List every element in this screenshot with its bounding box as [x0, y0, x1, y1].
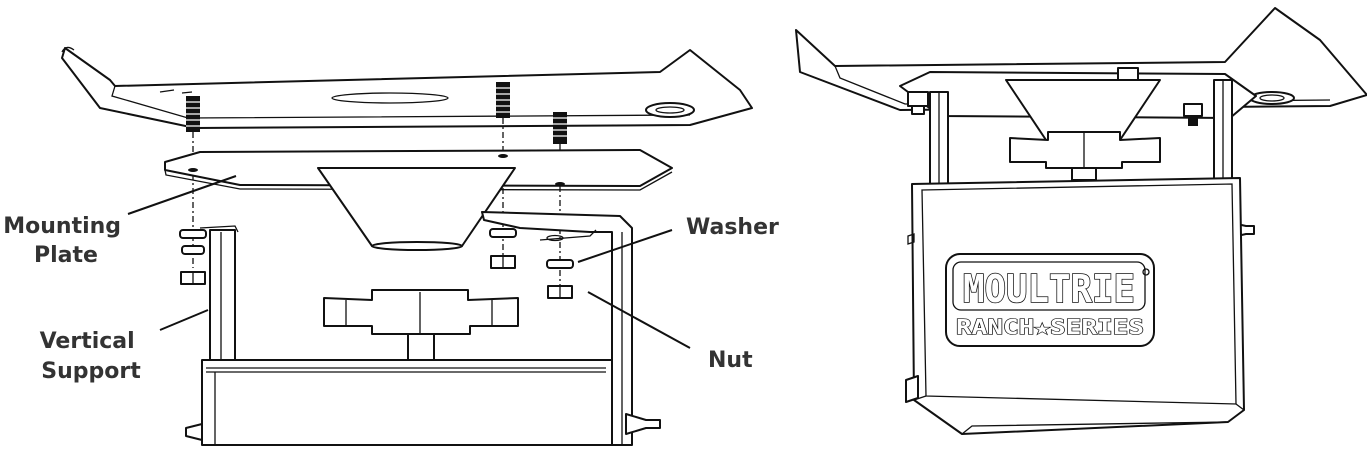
- moultrie-logo-plate: MOULTRIE RANCH★SERIES: [945, 253, 1155, 347]
- washer: [179, 229, 207, 239]
- bolt: [496, 82, 510, 118]
- nut: [180, 271, 206, 285]
- vertical-support-left: [929, 91, 949, 186]
- assembled-view: MOULTRIE RANCH★SERIES: [795, 7, 1367, 435]
- spinner: [323, 289, 519, 361]
- washer: [546, 259, 574, 269]
- leader-mounting-plate: [127, 175, 237, 215]
- spinner: [1009, 131, 1161, 181]
- vertical-support-left: [199, 225, 239, 366]
- label-vertical-support: Vertical Support: [40, 329, 143, 384]
- nut: [490, 255, 516, 269]
- logo-brand-text: MOULTRIE: [963, 267, 1135, 311]
- nut: [907, 91, 929, 115]
- vertical-support-right: [481, 211, 633, 446]
- bolt: [186, 96, 200, 132]
- washer: [181, 245, 205, 255]
- label-mounting-plate-line1: Mounting: [3, 214, 121, 239]
- motor-housing: [185, 359, 661, 446]
- label-vertical-support-line1: Vertical: [40, 329, 135, 354]
- label-nut: Nut: [708, 348, 753, 373]
- label-vertical-support-line2: Support: [41, 359, 141, 384]
- label-mounting-plate: Mounting Plate: [3, 214, 128, 268]
- leader-vertical-support: [159, 309, 209, 331]
- washer: [489, 228, 517, 238]
- bolt: [553, 112, 567, 144]
- exploded-view: Mounting Plate Vertical Support Washer N…: [3, 46, 779, 446]
- funnel: [317, 167, 516, 247]
- leader-nut: [587, 291, 691, 349]
- logo-series-text: RANCH★SERIES: [956, 315, 1144, 339]
- leader-washer: [577, 229, 673, 263]
- nut: [547, 285, 573, 299]
- label-mounting-plate-line2: Plate: [34, 243, 98, 268]
- barrel-underside: [61, 47, 753, 129]
- nut: [1183, 103, 1203, 126]
- label-washer: Washer: [686, 215, 779, 240]
